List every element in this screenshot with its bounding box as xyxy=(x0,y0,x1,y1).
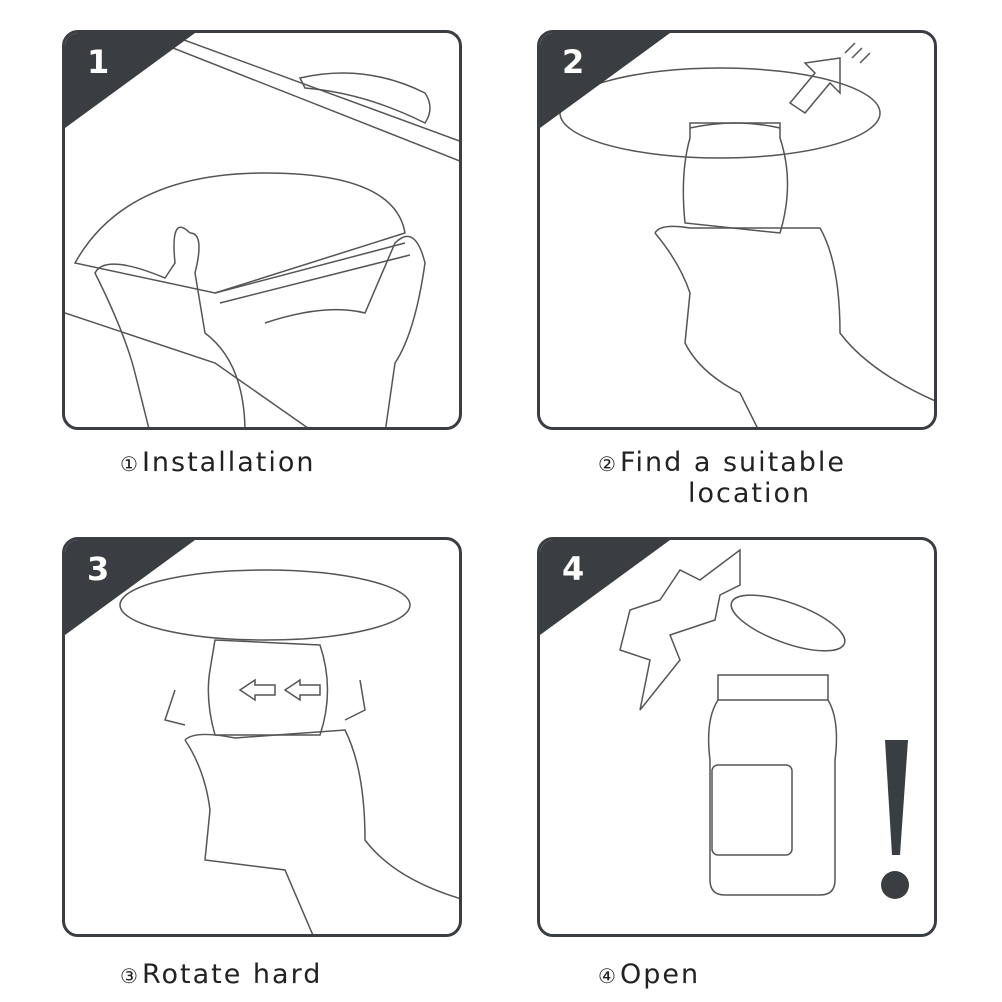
step-number: 4 xyxy=(562,550,585,588)
installation-illustration xyxy=(65,33,459,427)
step-number: 1 xyxy=(87,43,110,81)
step-number-badge xyxy=(65,540,195,635)
step-1-panel: 1 xyxy=(62,30,462,430)
open-jar-illustration xyxy=(619,548,909,899)
step-number: 3 xyxy=(87,550,110,588)
rotate-illustration xyxy=(119,569,459,934)
step-number-badge xyxy=(540,33,670,128)
step-4-panel: 4 xyxy=(537,537,937,937)
step-number-badge xyxy=(540,540,670,635)
step-number-badge xyxy=(65,33,195,128)
step-2-panel: 2 xyxy=(537,30,937,430)
step-3-panel: 3 xyxy=(62,537,462,937)
step-number: 2 xyxy=(562,43,585,81)
